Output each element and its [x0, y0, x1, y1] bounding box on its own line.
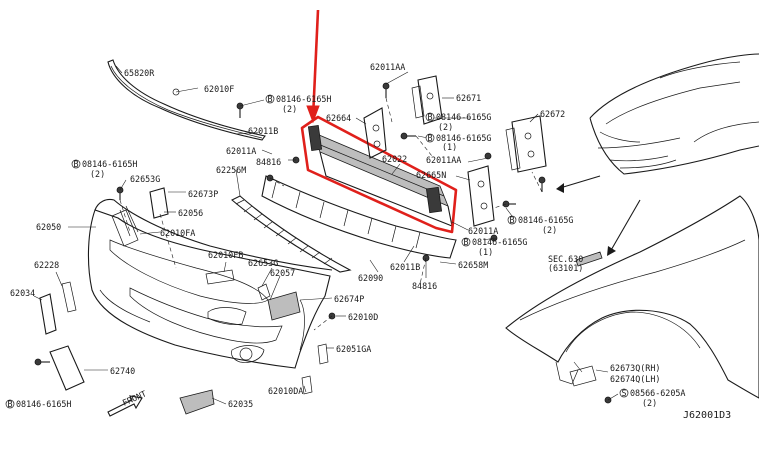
svg-text:B: B: [464, 237, 469, 247]
label-08146-6165H-b-qty: (2): [90, 169, 105, 179]
label-84816-a: 84816: [256, 157, 281, 167]
bolt-marker-icon: [425, 133, 435, 143]
label-08146-6165G-b: 08146-6165G: [436, 133, 491, 143]
part-labels: 65820R 62010F B 08146-6165H (2) 62011B 6…: [5, 62, 731, 421]
bolt-marker-icon: [461, 237, 471, 247]
label-62674Q: 62674Q(LH): [610, 374, 660, 384]
label-08146-6165G-d-qty: (1): [478, 247, 493, 257]
label-08146-6165H-b: 08146-6165H: [82, 159, 137, 169]
label-62011B-b: 62011B: [390, 262, 420, 272]
diagram-id: J62001D3: [683, 410, 731, 421]
bolt-marker-icon: [425, 112, 435, 122]
bracket-62672: [505, 115, 547, 173]
clip-icon: [172, 88, 180, 96]
highlight-outline: [300, 115, 458, 234]
label-62010D: 62010D: [348, 312, 378, 322]
svg-text:B: B: [428, 112, 433, 122]
label-62011AA-b: 62011AA: [426, 155, 461, 165]
bolt-marker-icon: [507, 215, 517, 225]
label-08146-6165H-a-qty: (2): [282, 104, 297, 114]
svg-text:B: B: [510, 215, 515, 225]
svg-text:B: B: [74, 159, 79, 169]
label-08146-6165G-b-qty: (1): [442, 142, 457, 152]
label-62228: 62228: [34, 260, 59, 270]
front-direction-arrow: [107, 395, 143, 417]
label-08146-6165G-c-qty: (2): [542, 225, 557, 235]
label-08146-6165G-a-qty: (2): [438, 122, 453, 132]
bracket-62664: [363, 107, 387, 159]
label-84816-b: 84816: [412, 281, 437, 291]
reinforcement-beam-62022: [307, 124, 453, 227]
label-62664: 62664: [326, 113, 351, 123]
label-08146-6165H-a: 08146-6165H: [276, 94, 331, 104]
upper-molding-edge: [110, 65, 263, 139]
label-62673Q: 62673Q(RH): [610, 363, 660, 373]
fender-63101: [505, 195, 759, 399]
bolts-group: [34, 82, 612, 404]
energy-absorber-62090: [261, 175, 457, 259]
label-62674P: 62674P: [334, 294, 364, 304]
vehicle-sketch: [589, 53, 759, 175]
label-62034: 62034: [10, 288, 35, 298]
label-08566-6205A-qty: (2): [642, 398, 657, 408]
label-62671: 62671: [456, 93, 481, 103]
screw-marker-icon: [619, 388, 629, 398]
svg-text:S: S: [622, 388, 627, 398]
bracket-62665N: [467, 165, 495, 227]
label-62011A-a: 62011A: [226, 146, 256, 156]
label-62010F: 62010F: [204, 84, 234, 94]
bolt-marker-icon: [265, 94, 275, 104]
label-62022: 62022: [382, 154, 407, 164]
svg-text:B: B: [268, 94, 273, 104]
label-08146-6165G-d: 08146-6165G: [472, 237, 527, 247]
svg-text:B: B: [8, 399, 13, 409]
label-62653G-a: 62653G: [130, 174, 160, 184]
label-08146-6165G-a: 08146-6165G: [436, 112, 491, 122]
label-62658M: 62658M: [458, 260, 488, 270]
label-62010DA: 62010DA: [268, 386, 303, 396]
label-62011B-a: 62011B: [248, 126, 278, 136]
label-62010FB: 62010FB: [208, 250, 243, 260]
reference-arrows: [556, 175, 641, 256]
side-brackets: [39, 187, 329, 415]
alignment-lines: [119, 97, 543, 331]
label-62035: 62035: [228, 399, 253, 409]
label-62011AA-a: 62011AA: [370, 62, 405, 72]
label-62090: 62090: [358, 273, 383, 283]
reinforcement-62256M: [231, 195, 352, 273]
label-sec630: SEC.630: [548, 254, 583, 264]
upper-molding-65820R: [107, 59, 266, 141]
label-63101: (63101): [548, 263, 583, 273]
bolt-marker-icon: [71, 159, 81, 169]
label-08146-6165H-c: 08146-6165H: [16, 399, 71, 409]
label-62056: 62056: [178, 208, 203, 218]
label-62011A-b: 62011A: [468, 226, 498, 236]
bolt-marker-icon: [5, 399, 15, 409]
label-62665N: 62665N: [416, 170, 446, 180]
label-62256M: 62256M: [216, 165, 246, 175]
bumper-fascia-62050: [87, 198, 333, 369]
highlight-arrow: [311, 9, 320, 119]
label-62672: 62672: [540, 109, 565, 119]
arrow-head-icon: [306, 105, 320, 124]
label-62673P: 62673P: [188, 189, 218, 199]
label-62051GA: 62051GA: [336, 344, 371, 354]
label-65820R: 65820R: [124, 68, 155, 78]
label-62010FA: 62010FA: [160, 228, 195, 238]
label-62050: 62050: [36, 222, 61, 232]
label-62653G-b: 62653G: [248, 258, 278, 268]
svg-text:B: B: [428, 133, 433, 143]
label-62057: 62057: [270, 268, 295, 278]
label-08566-6205A: 08566-6205A: [630, 388, 685, 398]
label-62740: 62740: [110, 366, 135, 376]
label-08146-6165G-c: 08146-6165G: [518, 215, 573, 225]
